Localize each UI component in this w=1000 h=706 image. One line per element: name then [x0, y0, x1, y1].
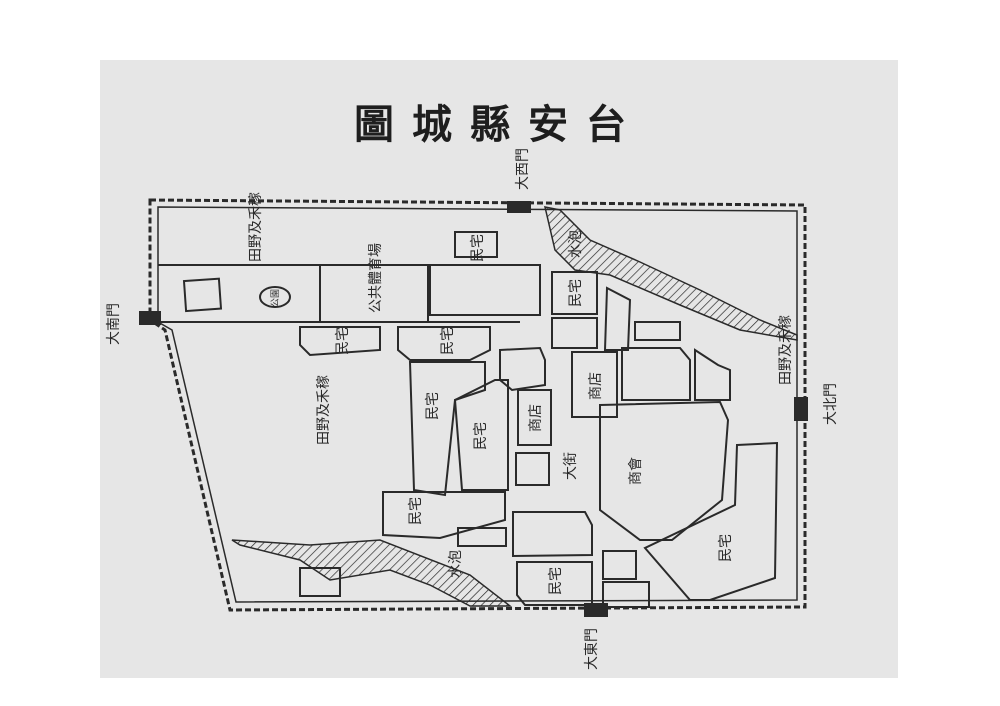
residence-label: 民宅	[568, 279, 584, 307]
chamber-label: 商會	[628, 457, 644, 485]
residence-label: 民宅	[440, 327, 456, 355]
block	[429, 264, 541, 316]
pond-north	[544, 206, 798, 341]
park-marker	[259, 286, 291, 308]
pond-south	[231, 539, 513, 607]
residence-label: 民宅	[473, 422, 489, 450]
pond-label: 水泡	[448, 550, 464, 578]
residence-label: 民宅	[548, 567, 564, 595]
shop-label: 商店	[528, 404, 544, 432]
sports-ground-label: 公共體育場	[368, 243, 384, 313]
gate-label-south: 大南門	[106, 303, 122, 345]
field-label: 田野及禾稼	[248, 192, 264, 262]
street-label: 大街	[563, 452, 579, 480]
residence-label: 民宅	[408, 497, 424, 525]
pond-label: 水泡	[568, 230, 584, 258]
gate-label-east: 大東門	[584, 628, 600, 670]
block	[454, 231, 498, 258]
gate-label-north: 大北門	[823, 383, 839, 425]
field-label: 田野及禾稼	[316, 375, 332, 445]
shop-label: 商店	[588, 372, 604, 400]
residence-label: 民宅	[718, 534, 734, 562]
field-label: 田野及禾稼	[778, 315, 794, 385]
block	[551, 271, 598, 315]
map-title: 台安縣城圖	[354, 101, 644, 148]
gate-label-west: 大西門	[515, 148, 531, 190]
residence-label: 民宅	[425, 392, 441, 420]
block	[551, 317, 598, 349]
residence-label: 民宅	[470, 234, 486, 262]
park-label: 公園	[270, 289, 281, 307]
residence-label: 民宅	[335, 327, 351, 355]
